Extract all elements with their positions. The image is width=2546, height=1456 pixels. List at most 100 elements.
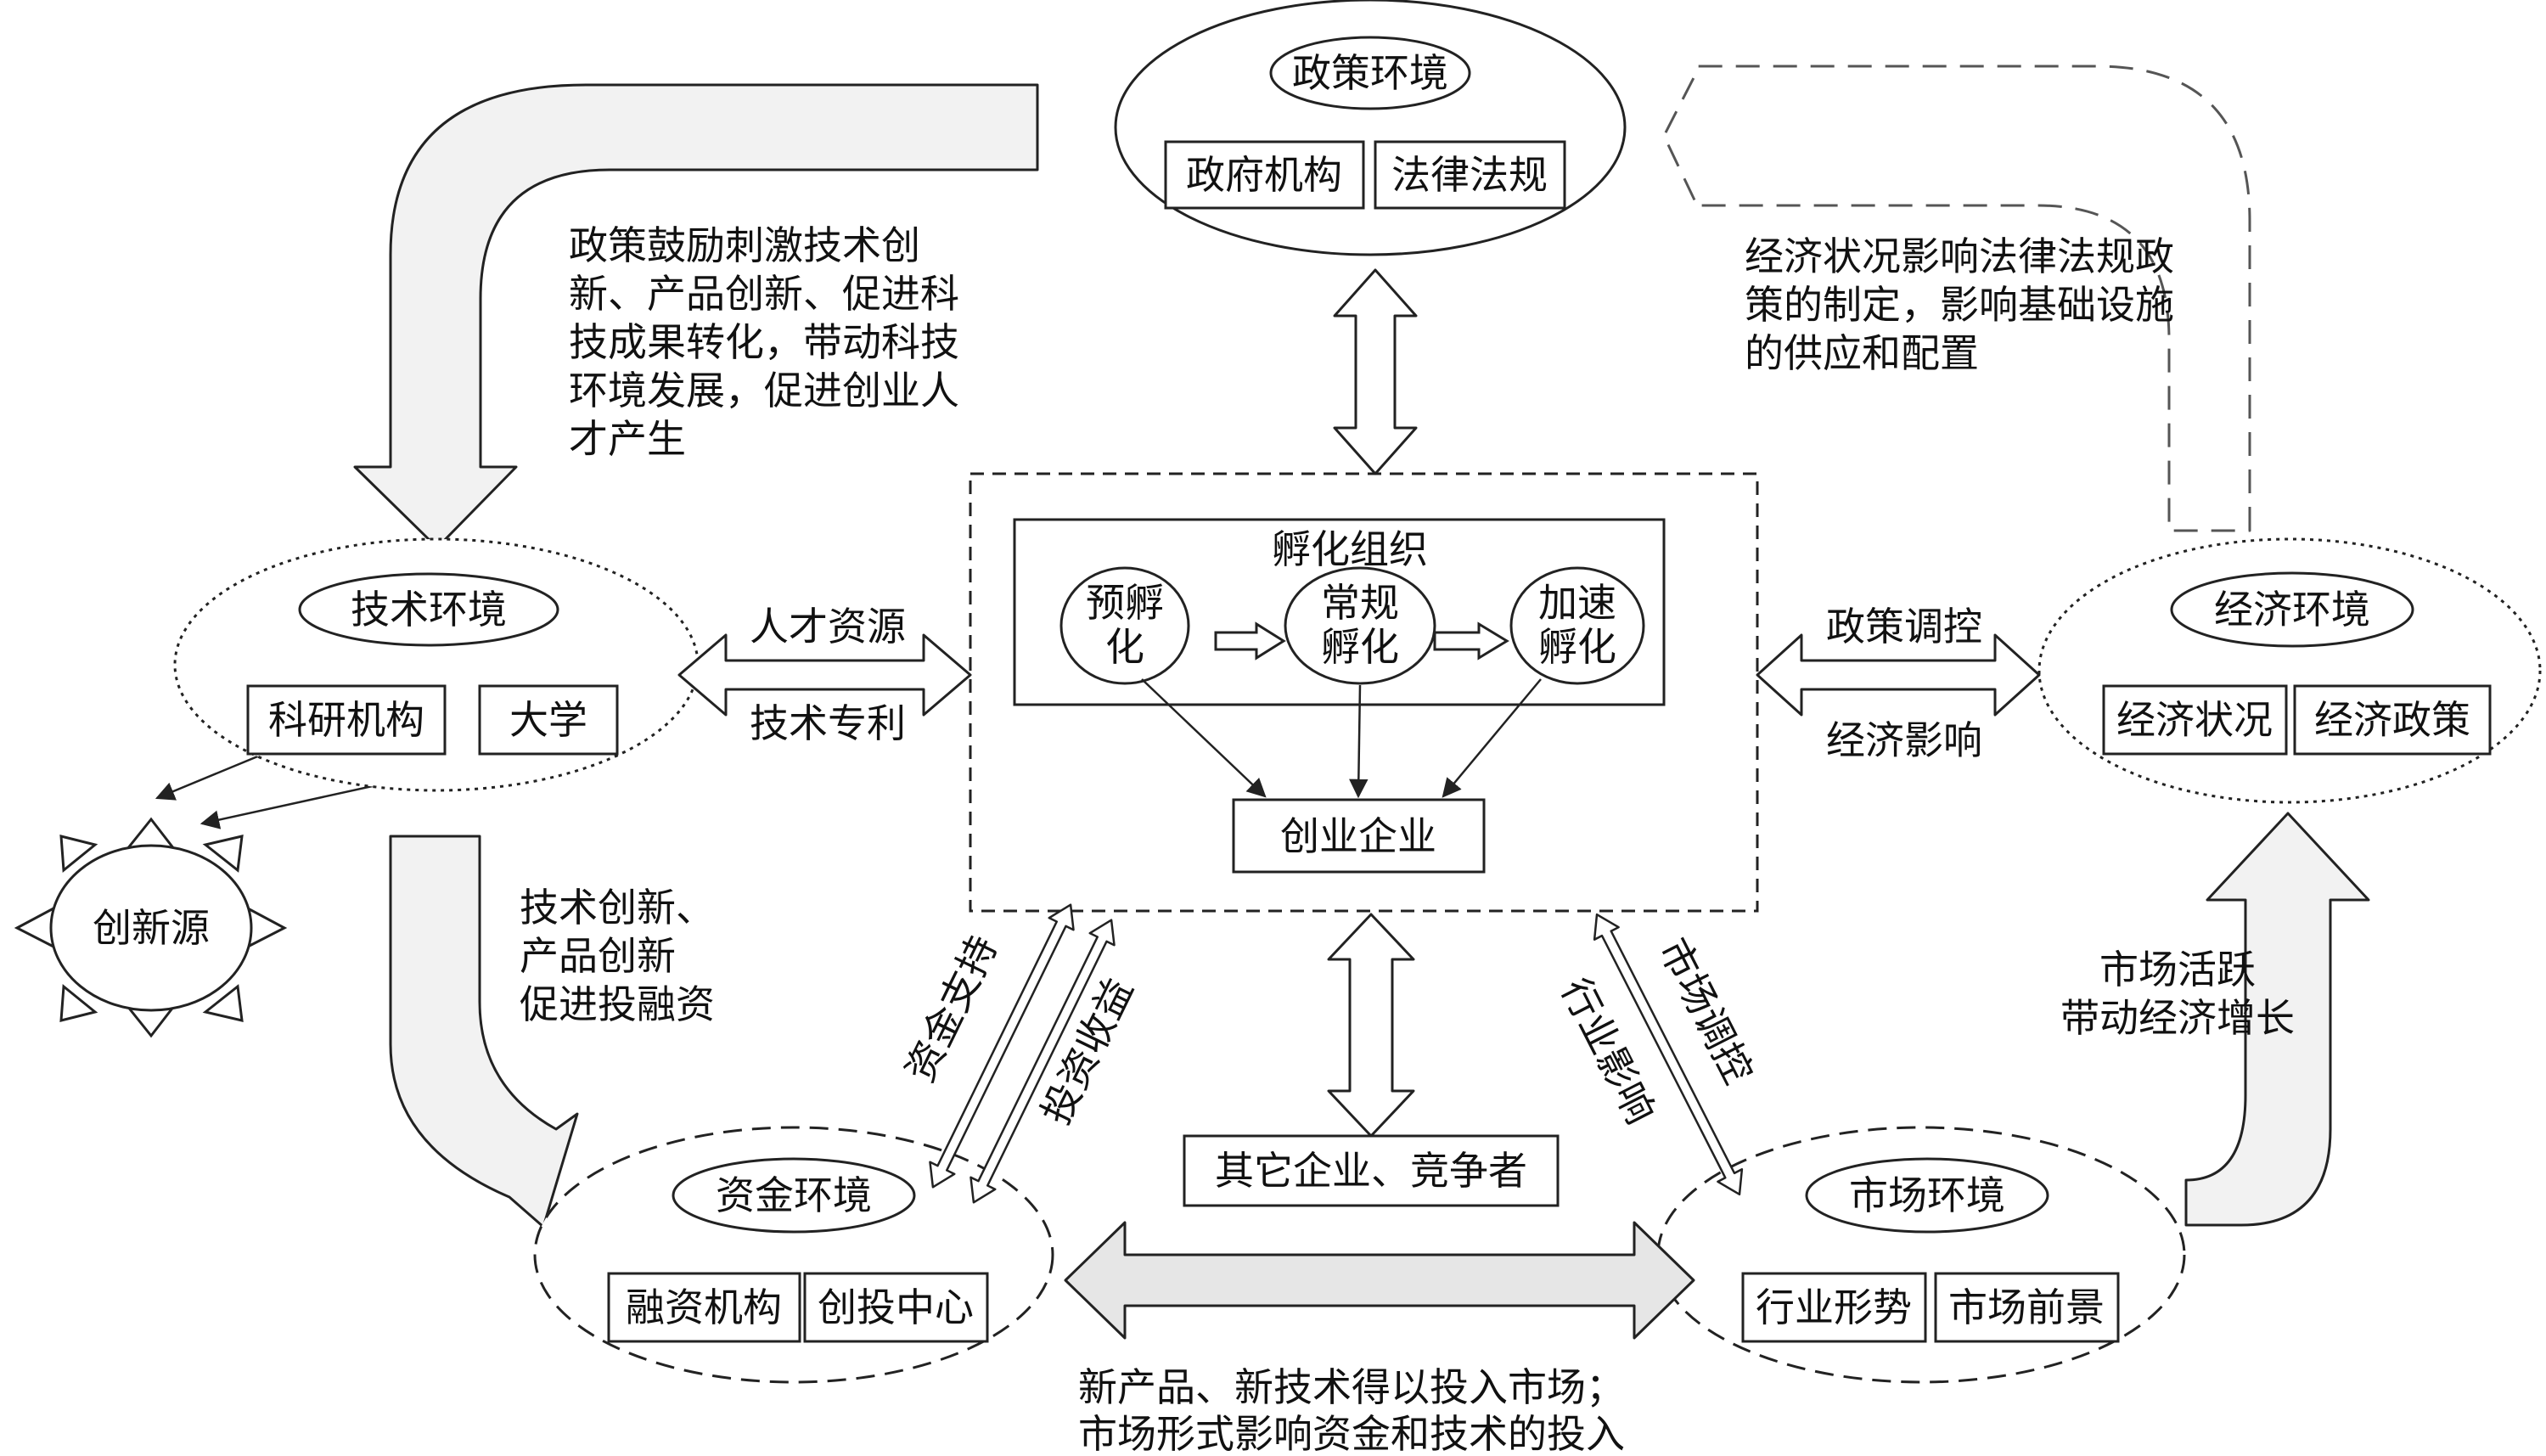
policy-to-tech-note: 政策鼓励刺激技术创 新、产品创新、促进科 技成果转化，带动科技 环境发展，促进创… [569, 222, 959, 462]
tech-item-label: 科研机构 [268, 697, 424, 743]
startup-label: 创业企业 [1280, 813, 1436, 859]
policy-environment: 政策环境 政府机构 法律法规 [1114, 0, 1627, 256]
technology-environment: 技术环境 科研机构 大学 [173, 537, 700, 792]
incubator-system: 孵化组织 预孵 化 常规 孵化 加速 孵化 创业企业 [969, 472, 1759, 913]
innovation-source-sun: 创新源 [14, 817, 288, 1038]
tech-env-title-oval [298, 572, 559, 647]
stage-arrow-1 [1214, 621, 1286, 661]
accelerated-incubation-stage [1509, 566, 1645, 685]
investment-return-arrow [970, 919, 1116, 1204]
sun-ray [59, 835, 98, 873]
market-item-box [1741, 1272, 1927, 1343]
note-line: 技成果转化，带动科技 [569, 319, 959, 365]
note-line: 政策鼓励刺激技术创 [569, 222, 920, 268]
stage-label: 加速 [1538, 580, 1616, 626]
sun-ray [202, 984, 244, 1022]
policy-item-box [1164, 140, 1365, 210]
policy-control-label: 政策调控 [1826, 604, 1982, 649]
note-line: 的供应和配置 [1745, 330, 1979, 376]
fund-support-arrow [929, 903, 1075, 1189]
market-environment: 市场环境 行业形势 市场前景 [1656, 1126, 2186, 1384]
other-enterprises-label: 其它企业、竞争者 [1215, 1148, 1527, 1194]
stage-arrow-2 [1433, 621, 1509, 661]
incubator-other-double-arrow [1327, 913, 1415, 1138]
stage-label: 预孵 [1086, 580, 1164, 626]
tech-incubator-double-arrow [677, 633, 972, 717]
fund-item-box [803, 1272, 989, 1343]
incubator-title: 孵化组织 [1272, 526, 1428, 572]
note-line: 新产品、新技术得以投入市场； [1078, 1364, 1625, 1410]
policy-item-box [1374, 140, 1566, 210]
stage-label: 化 [1105, 624, 1144, 670]
market-control-label: 市场调控 [1650, 931, 1762, 1091]
incubator-econ-double-arrow [1756, 633, 2041, 717]
note-line: 带动经济增长 [2060, 995, 2295, 1041]
econ-item-box [2102, 684, 2288, 756]
policy-item-label: 政府机构 [1186, 152, 1342, 198]
note-line: 经济状况影响法律法规政 [1745, 233, 2174, 279]
market-item-box [1934, 1272, 2120, 1343]
sun-ray [246, 906, 288, 949]
market-env-title-oval [1805, 1157, 2049, 1234]
market-to-econ-note: 市场活跃 带动经济增长 [2060, 947, 2295, 1041]
regular-to-startup-arrow [1349, 684, 1369, 799]
market-env-title: 市场环境 [1849, 1172, 2005, 1218]
note-line: 产品创新 [520, 933, 676, 979]
pre-incubation-stage [1059, 566, 1190, 685]
econ-item-label: 经济状况 [2116, 697, 2273, 743]
policy-env-title: 政策环境 [1292, 50, 1448, 96]
note-line: 才产生 [569, 416, 686, 462]
note-line: 策的制定，影响基础设施 [1745, 282, 2174, 328]
econ-to-policy-note: 经济状况影响法律法规政 策的制定，影响基础设施 的供应和配置 [1745, 233, 2174, 376]
econ-item-box [2293, 684, 2492, 756]
economic-environment: 经济环境 经济状况 经济政策 [2037, 537, 2542, 804]
tech-env-title: 技术环境 [351, 587, 507, 632]
sun-ray [14, 906, 55, 949]
industry-influence-label: 行业影响 [1552, 971, 1664, 1131]
econ-to-policy-dashed-arrow [1662, 65, 2251, 532]
fund-env-title-oval [672, 1157, 916, 1234]
tech-to-fund-curved-arrow [389, 835, 579, 1228]
market-control-arrow [1593, 913, 1744, 1196]
talent-label: 人才资源 [750, 604, 906, 649]
market-to-econ-curved-arrow [2184, 812, 2370, 1227]
fund-market-double-arrow [1064, 1221, 1695, 1340]
market-item-label: 市场前景 [1948, 1285, 2105, 1330]
sun-ray [202, 835, 244, 873]
pre-to-startup-arrow [1141, 678, 1267, 798]
tech-to-fund-note: 技术创新、 产品创新 促进投融资 [520, 885, 715, 1027]
note-line: 新、产品创新、促进科 [569, 271, 959, 317]
other-enterprises-box [1183, 1134, 1560, 1207]
fund-item-box [607, 1272, 801, 1343]
policy-item-label: 法律法规 [1391, 152, 1548, 198]
policy-to-tech-curved-arrow [353, 83, 1039, 549]
accel-to-startup-arrow [1442, 678, 1542, 798]
startup-box [1232, 798, 1486, 874]
policy-incubator-double-arrow [1333, 268, 1418, 475]
market-item-label: 行业形势 [1756, 1285, 1912, 1330]
note-line: 促进投融资 [520, 981, 715, 1027]
fund-item-label: 创投中心 [818, 1285, 974, 1330]
economic-influence-label: 经济影响 [1826, 717, 1982, 763]
note-line: 市场活跃 [2099, 947, 2256, 992]
sun-ray [59, 984, 98, 1022]
fund-env-title: 资金环境 [716, 1172, 872, 1218]
fund-environment: 资金环境 融资机构 创投中心 [533, 1126, 1054, 1384]
econ-env-title: 经济环境 [2214, 587, 2370, 632]
tech-item-box [246, 684, 447, 756]
note-line: 市场形式影响资金和技术的投入 [1078, 1411, 1625, 1452]
stage-label: 常规 [1321, 580, 1399, 626]
tech-item-box [478, 684, 619, 756]
note-line: 环境发展，促进创业人 [569, 368, 959, 413]
tech-item-label: 大学 [509, 697, 587, 743]
econ-env-title-oval [2170, 571, 2414, 648]
patent-label: 技术专利 [750, 700, 906, 746]
stage-label: 孵化 [1321, 624, 1399, 670]
fund-item-label: 融资机构 [626, 1285, 782, 1330]
econ-item-label: 经济政策 [2314, 697, 2470, 743]
note-line: 技术创新、 [520, 885, 715, 930]
fund-market-note: 新产品、新技术得以投入市场； 市场形式影响资金和技术的投入 [1078, 1364, 1625, 1456]
regular-incubation-stage [1284, 566, 1436, 685]
